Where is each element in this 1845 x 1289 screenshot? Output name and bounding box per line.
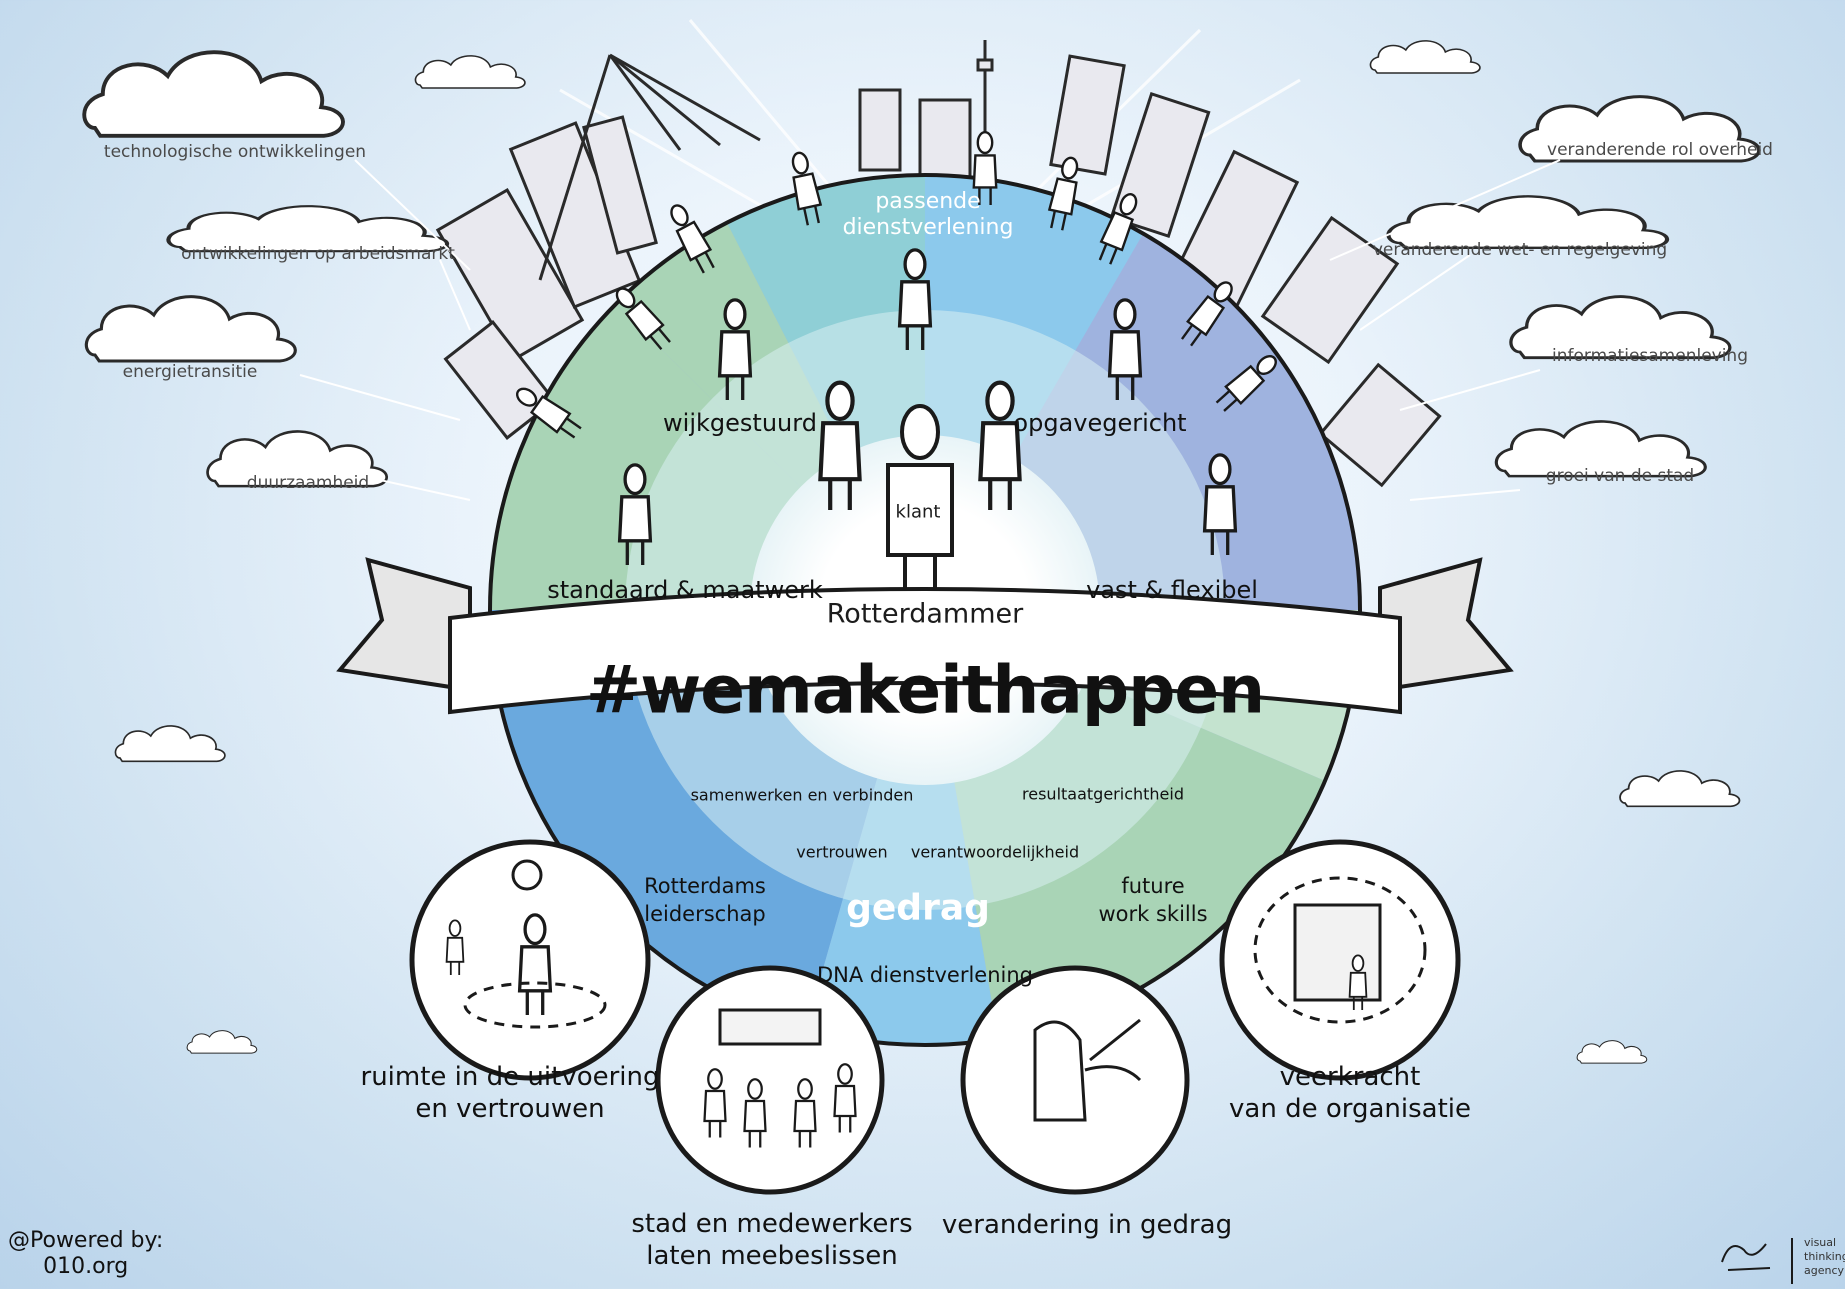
circle-veerkracht xyxy=(1219,839,1461,1081)
cloud-label-rol-overheid: veranderende rol overheid xyxy=(1547,140,1773,160)
hashtag-banner xyxy=(336,557,1514,715)
circle-label-ruimte: ruimte in de uitvoering en vertrouwen xyxy=(360,1062,660,1124)
circle-ruimte xyxy=(409,839,651,1081)
wedge-label-standaard: standaard & maatwerk xyxy=(547,576,823,604)
circle-label-meebeslissen: stad en medewerkers laten meebeslissen xyxy=(631,1209,913,1271)
powered-by-credit: @Powered by: 010.org xyxy=(8,1228,164,1279)
wedge-label-resultaat: resultaatgerichtheid xyxy=(1022,784,1184,804)
wedge-label-wijkgestuurd: wijkgestuurd xyxy=(663,409,817,437)
central-figure xyxy=(886,404,954,590)
circle-label-veerkracht: veerkracht van de organisatie xyxy=(1229,1062,1471,1124)
circle-gedrag xyxy=(960,965,1190,1195)
hashtag-title: #wemakeithappen xyxy=(585,651,1265,729)
cloud-label-arbeidsmarkt: ontwikkelingen op arbeidsmarkt xyxy=(181,244,455,264)
wedge-label-dna: DNA dienstverlening xyxy=(816,963,1034,987)
circle-meebeslissen xyxy=(655,965,885,1195)
wedge-label-gedrag: gedrag xyxy=(846,887,990,929)
agency-tagline: visual thinking agency xyxy=(1804,1236,1845,1277)
cloud-label-informatiesamenleving: informatiesamenleving xyxy=(1552,346,1748,366)
wedge-label-verantwoordelijkheid: verantwoordelijkheid xyxy=(910,842,1080,862)
wedge-label-vertrouwen: vertrouwen xyxy=(796,842,888,862)
center-label: Rotterdammer xyxy=(826,598,1024,630)
wedge-label-future-skills: future work skills xyxy=(1098,874,1208,926)
cloud-technologische xyxy=(82,50,345,138)
circle-label-gedrag: verandering in gedrag xyxy=(941,1210,1233,1240)
cloud-connectors xyxy=(299,159,1561,501)
wedge-label-passende: passende dienstverlening xyxy=(842,189,1014,240)
cloud-label-energietransitie: energietransitie xyxy=(122,362,258,382)
cloud-label-groei-stad: groei van de stad xyxy=(1545,466,1695,486)
wedge-label-samenwerken: samenwerken en verbinden xyxy=(690,785,914,805)
wedge-label-leiderschap: Rotterdams leiderschap xyxy=(644,874,766,926)
cloud-label-wet-regelgeving: veranderende wet- en regelgeving xyxy=(1372,240,1668,260)
cloud-label-technologische: technologische ontwikkelingen xyxy=(103,142,367,162)
agency-signature xyxy=(1721,1238,1793,1284)
wedge-label-opgavegericht: opgavegericht xyxy=(1013,409,1187,437)
klant-label: klant xyxy=(895,501,941,523)
cloud-label-duurzaamheid: duurzaamheid xyxy=(246,473,370,493)
city-skyline xyxy=(435,40,1442,488)
wedge-label-vast-flexibel: vast & flexibel xyxy=(1086,576,1258,604)
cloud-energietransitie xyxy=(84,295,297,363)
